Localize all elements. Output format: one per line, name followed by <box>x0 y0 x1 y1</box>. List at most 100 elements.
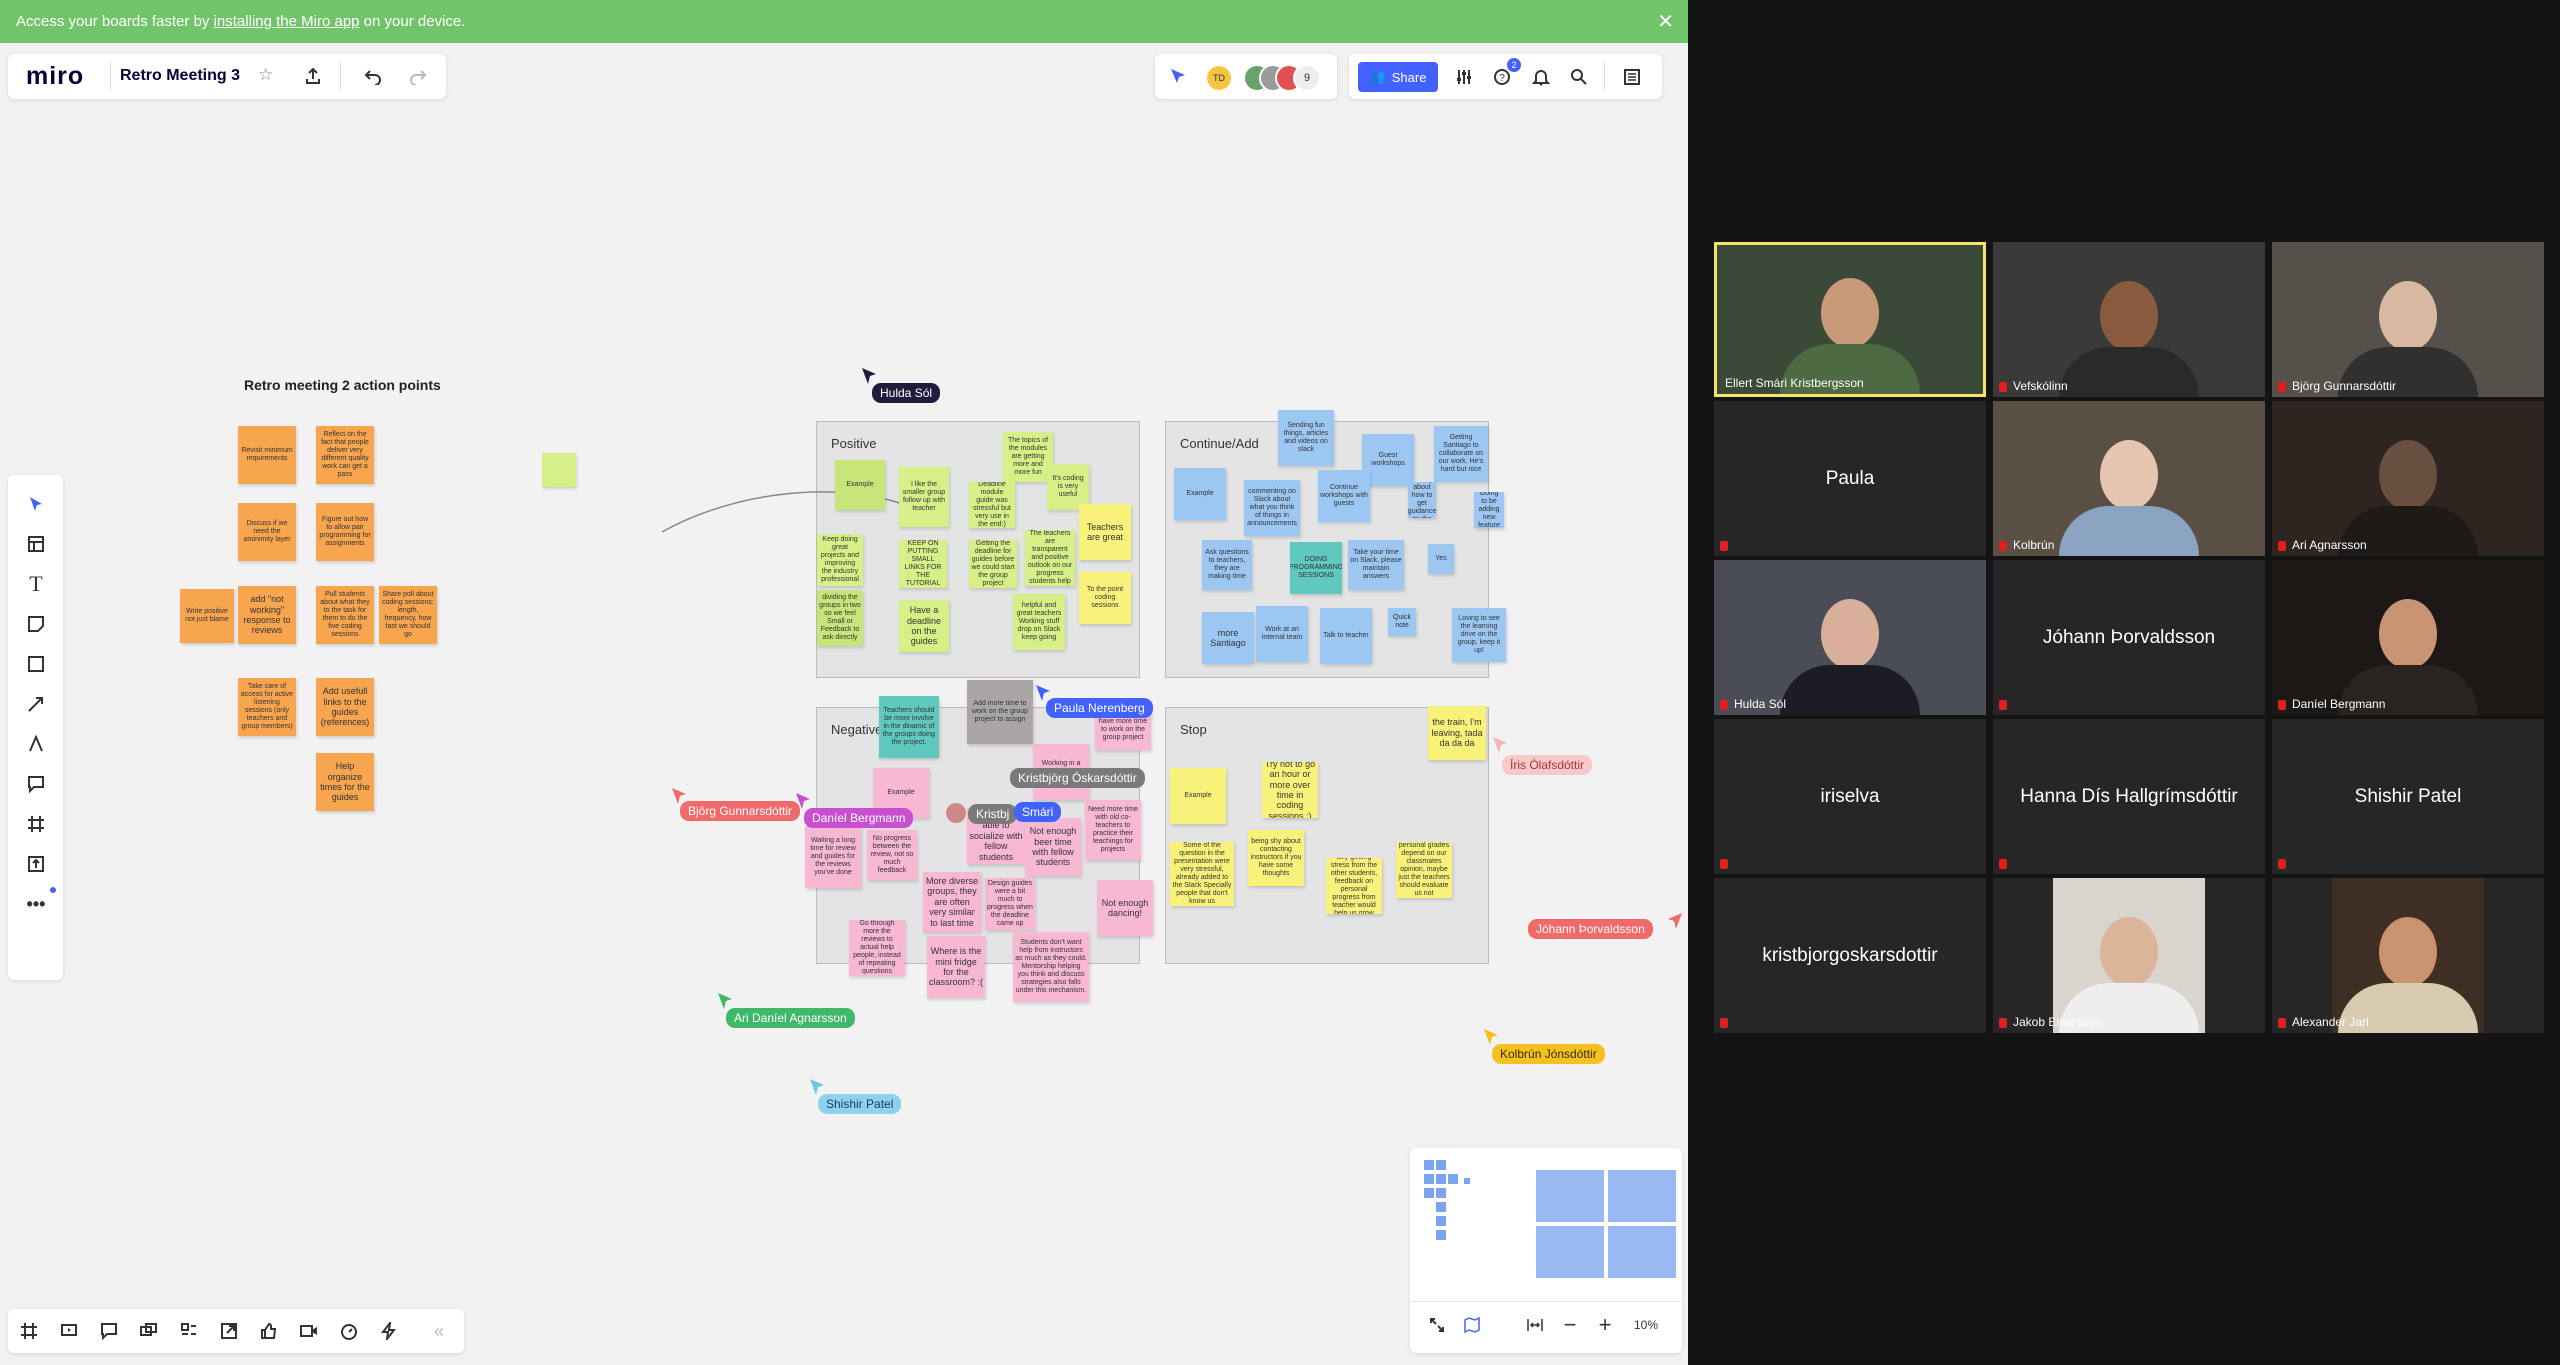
video-tile[interactable]: Vefskólinn <box>1993 242 2265 397</box>
video-tile[interactable]: Kolbrún <box>1993 401 2265 556</box>
redo-icon[interactable] <box>403 61 433 91</box>
sticky-note[interactable]: It's coding is very useful <box>1047 464 1089 510</box>
screen-share-icon[interactable] <box>134 1316 164 1346</box>
fit-to-screen-icon[interactable] <box>1520 1310 1550 1340</box>
video-tile[interactable]: iriselva <box>1714 719 1986 874</box>
sticky-note[interactable]: Pull students about what they to the tas… <box>316 586 374 644</box>
sticky-note[interactable]: Take care of access for active listening… <box>238 678 296 736</box>
lightning-icon[interactable] <box>374 1316 404 1346</box>
sticky-note[interactable]: Help organize times for the guides <box>316 753 374 811</box>
sticky-note[interactable]: The topics of the modules are getting mo… <box>1003 432 1053 482</box>
sticky-note[interactable]: The teachers are transparent and positiv… <box>1025 530 1075 586</box>
more-tools-icon[interactable]: ••• <box>26 893 46 914</box>
sticky-note[interactable]: Teachers are great <box>1079 504 1131 560</box>
sticky-note[interactable]: Students don't want help from instructor… <box>1013 932 1089 1002</box>
miro-board-canvas[interactable]: miro Retro Meeting 3 ☆ TD 9 👥Share <box>0 43 1688 1365</box>
sticky-note[interactable]: Talk to teacher <box>1320 608 1372 664</box>
sticky-note[interactable]: Need more time with old co-teachers to p… <box>1085 800 1141 860</box>
sticky-note[interactable]: Where is the mini fridge for the classro… <box>927 936 985 998</box>
sticky-note[interactable]: Continue workshops with guests <box>1318 470 1370 522</box>
sticky-note[interactable]: Keep doing great projects and improving … <box>817 534 863 586</box>
sticky-note[interactable]: To the point coding sessions <box>1079 572 1131 624</box>
sticky-note[interactable]: Having our personal grades depend on our… <box>1396 842 1452 898</box>
sticky-note[interactable]: Loving to see the learning drive on the … <box>1452 608 1506 662</box>
sticky-note[interactable]: Take your time on Slack, please maintain… <box>1348 540 1404 590</box>
presentation-icon[interactable] <box>54 1316 84 1346</box>
sticky-note[interactable]: Some of the question in the presentation… <box>1170 842 1234 906</box>
search-icon[interactable] <box>1564 62 1594 92</box>
sticky-note[interactable]: I like the smaller group follow up with … <box>899 467 949 527</box>
sticky-note[interactable]: Try not to go an hour or more over time … <box>1262 762 1318 818</box>
sticky-note[interactable]: Add more time to work on the group proje… <box>967 680 1033 744</box>
sticky-note[interactable]: Share poll about coding sessions: length… <box>379 586 437 644</box>
collaborator-count[interactable]: 9 <box>1293 64 1321 92</box>
sticky-note[interactable]: Yes <box>1428 544 1454 574</box>
install-app-link[interactable]: installing the Miro app <box>213 13 360 30</box>
upload-content-icon[interactable] <box>21 849 51 879</box>
collaborator-avatar[interactable]: TD <box>1205 64 1233 92</box>
comment-icon[interactable] <box>21 769 51 799</box>
zoom-in-icon[interactable]: + <box>1598 1312 1612 1337</box>
sticky-note[interactable]: Sending fun things, articles and videos … <box>1278 410 1334 466</box>
zoom-out-icon[interactable]: − <box>1563 1312 1577 1337</box>
board-list-icon[interactable] <box>1617 62 1647 92</box>
video-tile[interactable]: Shishir Patel <box>2272 719 2544 874</box>
sticky-note[interactable]: Example <box>1174 468 1226 520</box>
frame-stop[interactable]: Stop Example Try not to go an hour or mo… <box>1165 706 1489 964</box>
video-tile[interactable]: Alexander Jarl <box>2272 878 2544 1033</box>
sticky-note[interactable]: KEEP ON PUTTING SMALL LINKS FOR THE TUTO… <box>899 540 947 588</box>
video-tile[interactable]: Hulda Sól <box>1714 560 1986 715</box>
sticky-note[interactable]: Revisit minimum requirements <box>238 426 296 484</box>
undo-icon[interactable] <box>358 61 388 91</box>
video-call-icon[interactable] <box>294 1316 324 1346</box>
sticky-note[interactable]: dividing the groups in two so we feel Sm… <box>817 590 863 646</box>
close-banner-icon[interactable]: ✕ <box>1657 11 1674 33</box>
sticky-note[interactable]: Getting the deadline for guides before w… <box>969 540 1017 588</box>
shape-icon[interactable] <box>21 649 51 679</box>
sticky-note[interactable]: More diverse groups, they are often very… <box>923 872 981 932</box>
sticky-note[interactable]: silly getting stress from the other stud… <box>1326 858 1382 914</box>
sticky-note[interactable]: Work at an internal team <box>1256 606 1308 662</box>
sticky-note[interactable]: Guest workshops <box>1362 434 1414 486</box>
star-icon[interactable]: ☆ <box>258 65 274 84</box>
sticky-note[interactable]: helpful and great teachers Working stuff… <box>1013 594 1065 650</box>
export-icon[interactable] <box>214 1316 244 1346</box>
sticky-note[interactable]: DOING PROGRAMMING SESSIONS <box>1290 542 1342 594</box>
sticky-note[interactable]: Go through more the reviews to actual he… <box>849 920 905 976</box>
video-tile[interactable]: kristbjorgoskarsdottir <box>1714 878 1986 1033</box>
sticky-note-icon[interactable] <box>21 609 51 639</box>
sticky-note[interactable]: the train, I'm leaving, tada da da da <box>1428 706 1486 760</box>
frames-panel-icon[interactable] <box>14 1316 44 1346</box>
sticky-note[interactable]: more Santiago <box>1202 612 1254 664</box>
upload-icon[interactable] <box>298 61 328 91</box>
video-tile[interactable]: Jakob Einarsson <box>1993 878 2265 1033</box>
video-tile[interactable]: Hanna Dís Hallgrímsdóttir <box>1993 719 2265 874</box>
collapse-toolbar-icon[interactable]: « <box>433 1320 444 1341</box>
templates-icon[interactable] <box>21 529 51 559</box>
sticky-note[interactable]: Getting Santiago to collaborate on our w… <box>1434 426 1488 482</box>
sticky-note[interactable]: Design guides were a bit much to progres… <box>985 878 1035 930</box>
sticky-note[interactable]: Waiting a long time for review and guide… <box>805 826 861 888</box>
share-button[interactable]: 👥Share <box>1358 62 1438 92</box>
sticky-note[interactable]: Have a deadline on the guides <box>899 600 949 652</box>
miro-logo[interactable]: miro <box>26 62 85 90</box>
frame-icon[interactable] <box>21 809 51 839</box>
cards-icon[interactable] <box>174 1316 204 1346</box>
cursor-follow-icon[interactable] <box>1163 61 1193 91</box>
help-icon[interactable]: ? <box>1487 62 1517 92</box>
sticky-note[interactable]: Example <box>835 460 885 510</box>
text-tool-icon[interactable]: T <box>29 571 43 596</box>
pen-icon[interactable] <box>21 729 51 759</box>
sticky-note[interactable]: Example <box>1170 768 1226 824</box>
sticky-note[interactable]: add "not working" response to reviews <box>238 586 296 644</box>
sticky-note[interactable]: commenting on Slack about what you think… <box>1244 480 1300 536</box>
voting-thumbs-up-icon[interactable] <box>254 1316 284 1346</box>
sticky-note[interactable]: Not enough beer time with fellow student… <box>1025 818 1081 876</box>
video-tile[interactable]: Ari Agnarsson <box>2272 401 2544 556</box>
sticky-note[interactable]: More meetings about how to get guidance … <box>1408 482 1436 518</box>
frame-positive[interactable]: Positive Example I like the smaller grou… <box>662 421 1140 678</box>
bell-icon[interactable] <box>1526 62 1556 92</box>
map-icon[interactable] <box>1457 1310 1487 1340</box>
select-cursor-icon[interactable] <box>21 489 51 519</box>
sticky-note[interactable]: Quick note <box>1388 608 1416 636</box>
